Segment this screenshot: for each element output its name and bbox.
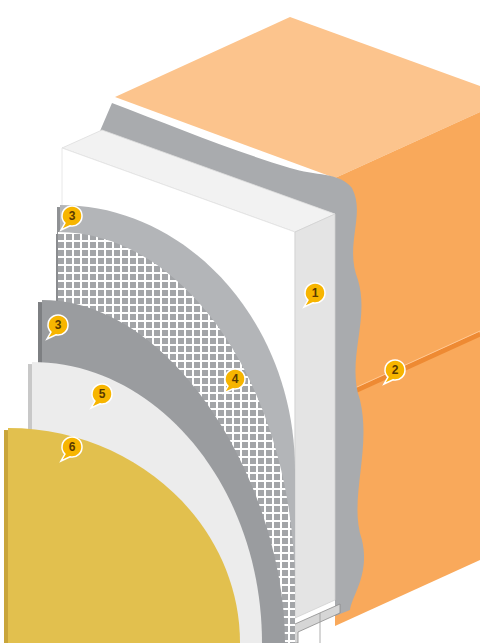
- insulation-section: [295, 214, 335, 618]
- marker-pin: [91, 384, 112, 408]
- callout-marker: [61, 437, 82, 461]
- marker-pin: [47, 315, 68, 339]
- callout-number: 1: [312, 287, 319, 299]
- callout-number: 3: [69, 210, 76, 222]
- callout-number: 5: [99, 388, 106, 400]
- callout-marker: [304, 283, 325, 307]
- callout-number: 6: [69, 441, 76, 453]
- finish-render: [8, 428, 240, 643]
- marker-pin: [224, 369, 245, 393]
- marker-pin: [61, 206, 82, 230]
- callout-number: 2: [392, 364, 399, 376]
- marker-pin: [304, 283, 325, 307]
- marker-pin: [384, 360, 405, 384]
- callout-number: 4: [232, 373, 239, 385]
- callout-number: 3: [55, 319, 62, 331]
- callout-marker: [224, 369, 245, 393]
- callout-marker: [47, 315, 68, 339]
- callout-marker: [61, 206, 82, 230]
- callout-marker: [384, 360, 405, 384]
- callout-marker: [91, 384, 112, 408]
- marker-pin: [61, 437, 82, 461]
